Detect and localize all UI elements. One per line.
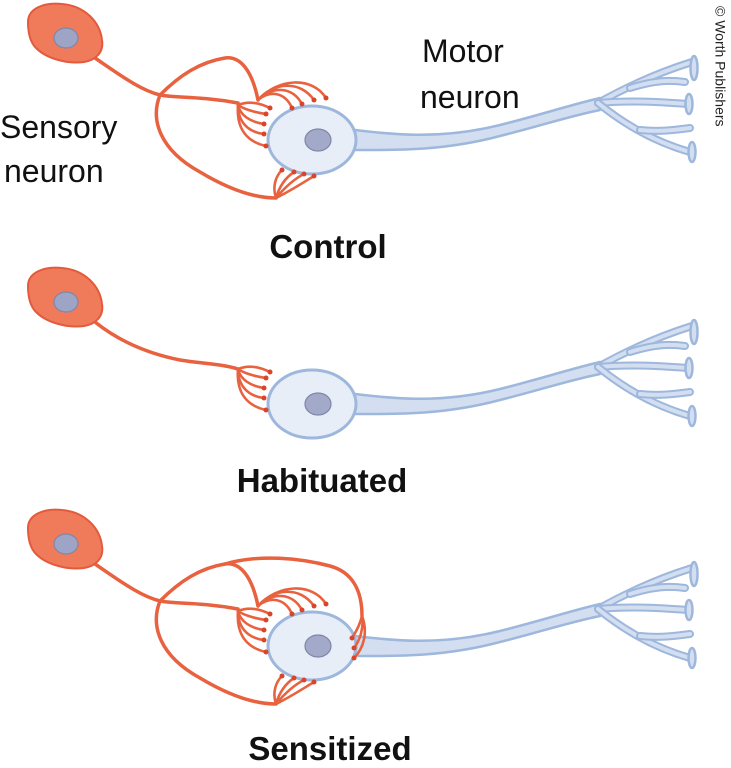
motor-neuron [268, 320, 698, 438]
panel-title-control: Control [269, 228, 386, 265]
sensory-neuron [27, 266, 274, 414]
panel-title-habituated: Habituated [237, 462, 408, 499]
sensory-neuron [27, 2, 330, 200]
copyright-notice: © Worth Publishers [713, 6, 729, 127]
motor-neuron-label-line2: neuron [420, 79, 520, 115]
panel-title-sensitized: Sensitized [248, 730, 411, 767]
motor-neuron [268, 562, 698, 680]
panel-habituated [27, 266, 698, 438]
sensory-neuron-label-line2: neuron [4, 153, 104, 189]
sensory-neuron [27, 508, 367, 706]
panel-sensitized [27, 508, 698, 706]
panel-control [27, 2, 698, 200]
motor-neuron [268, 56, 698, 174]
motor-neuron-label-line1: Motor [422, 33, 504, 69]
sensory-neuron-label-line1: Sensory [0, 109, 117, 145]
